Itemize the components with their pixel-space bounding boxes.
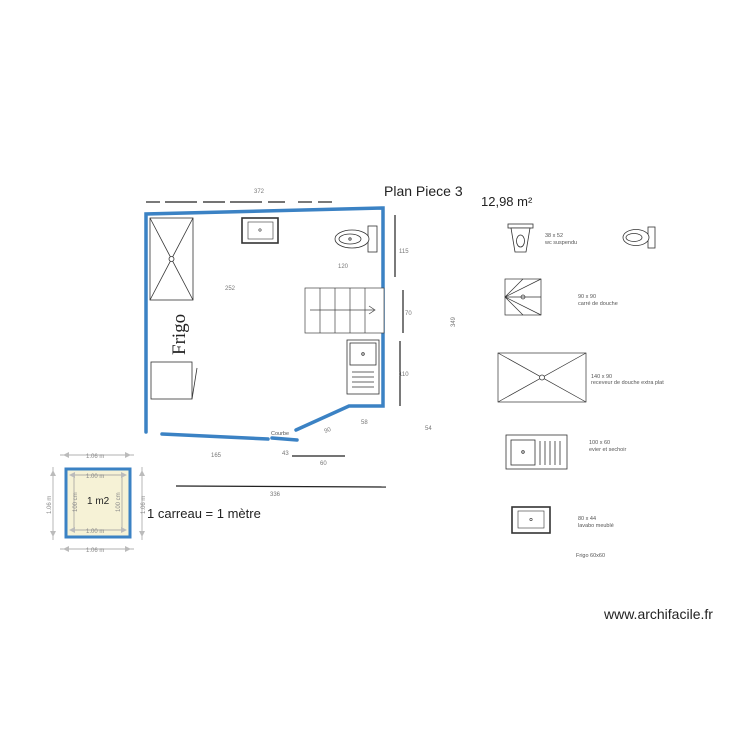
legend-1-size: 90 x 90: [578, 294, 596, 300]
dim-bottom: 336: [270, 492, 281, 498]
legend-3-size: 100 x 60: [589, 440, 610, 446]
legend-2-size: 140 x 90: [591, 374, 612, 380]
dim-sink-gap: 58: [361, 420, 368, 426]
corner-label: Courbe: [271, 431, 289, 437]
dim-right-total: 349: [451, 316, 457, 327]
tile-dim-top: 1.06 m: [86, 454, 104, 460]
dim-bottom-right: 60: [320, 461, 327, 467]
dim-bottom-mid: 43: [282, 451, 289, 457]
dim-right-lower: 110: [399, 372, 409, 378]
fridge-label: Frigo: [169, 314, 190, 355]
tile-inner-bottom: 1.00 m: [86, 529, 104, 535]
staircase: [304, 287, 385, 334]
dim-wc-offset: 120: [338, 264, 349, 270]
wc-fixture: [334, 225, 378, 253]
scale-tile: [50, 452, 145, 552]
shower-tray-icon: [497, 352, 587, 403]
dim-right-mid: 70: [405, 311, 412, 317]
washbasin-icon: [511, 506, 551, 534]
sink-drainer: [346, 339, 380, 395]
wc-topview-icon: [622, 226, 656, 249]
legend-0-name: wc suspendu: [544, 240, 577, 246]
legend-5-name: Frigo 60x60: [576, 553, 605, 559]
shower-square: [149, 217, 194, 301]
sink-drainer-icon: [505, 434, 568, 470]
scale-note: 1 carreau = 1 mètre: [147, 506, 261, 521]
dim-outer-right: 54: [425, 426, 432, 432]
legend-0-size: 38 x 52: [545, 233, 563, 239]
legend-1-name: carré de douche: [578, 301, 618, 307]
watermark: www.archifacile.fr: [603, 606, 713, 622]
bottom-dimension-lines: [175, 455, 387, 488]
dim-diagonal: 90: [324, 427, 333, 435]
tile-inner-top: 1.00 m: [86, 474, 104, 480]
dim-right-top: 115: [399, 249, 409, 255]
tile-dim-bottom: 1.06 m: [86, 548, 104, 554]
tile-dim-left: 1.06 m: [47, 496, 53, 514]
wc-icon: [507, 223, 534, 253]
legend-3-name: evier et sechoir: [589, 447, 626, 453]
fridge-box: [150, 361, 198, 400]
dim-inner-width: 252: [225, 286, 236, 292]
tile-label: 1 m2: [87, 496, 110, 507]
legend-2-name: receveur de douche extra plat: [591, 380, 664, 386]
plan-area: 12,98 m²: [481, 194, 533, 209]
washbasin: [241, 217, 279, 244]
tile-inner-left: 100 cm: [73, 492, 79, 512]
shower-square-icon: [504, 278, 542, 316]
plan-title: Plan Piece 3: [384, 183, 463, 199]
tile-dim-right: 1.06 m: [141, 496, 147, 514]
dim-bottom-left: 165: [211, 453, 222, 459]
legend-4-name: lavabo meublé: [578, 523, 614, 529]
tile-inner-right: 100 cm: [116, 492, 122, 512]
right-dimension-lines: [394, 215, 404, 406]
legend-4-size: 80 x 44: [578, 516, 596, 522]
dim-top: 372: [254, 189, 265, 195]
